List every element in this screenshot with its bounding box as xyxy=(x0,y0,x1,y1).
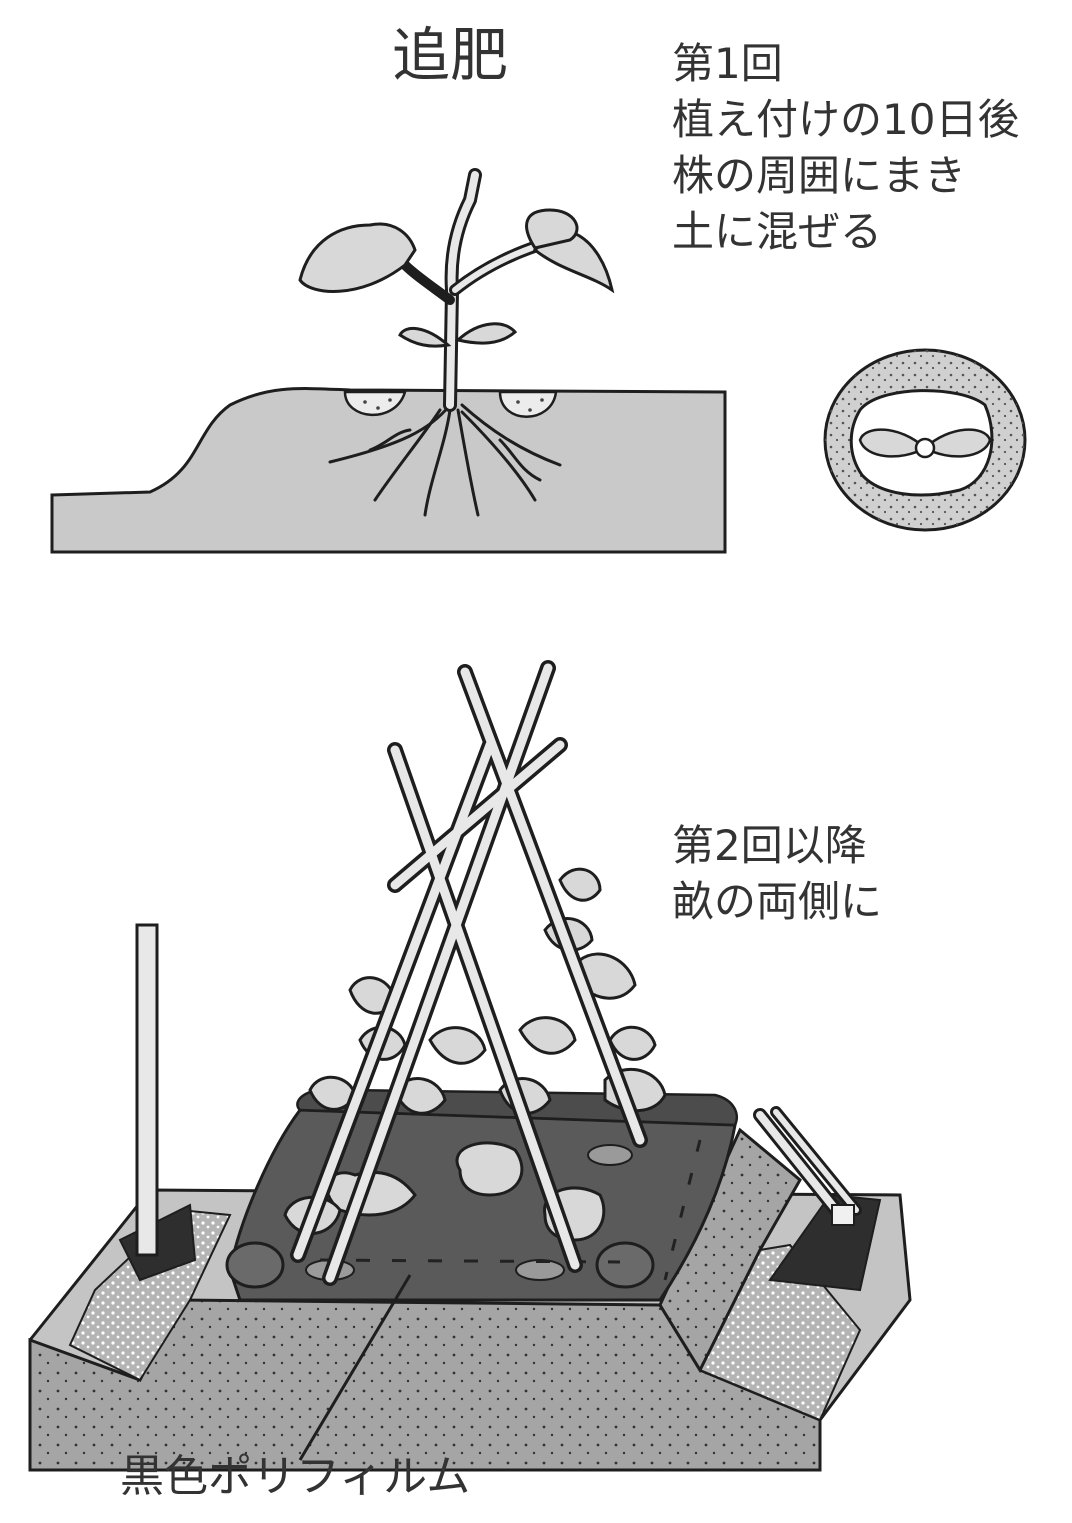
soil-cross-section xyxy=(50,387,727,554)
garden-bed xyxy=(28,1087,912,1472)
note-line: 株の周囲にまき xyxy=(672,151,967,200)
note-line: 植え付けの10日後 xyxy=(672,95,1020,144)
stake-right xyxy=(753,1106,882,1292)
film-leader-line xyxy=(298,1274,412,1461)
stake-left xyxy=(118,923,197,1282)
fertilizer-pocket-left xyxy=(343,390,407,417)
note-line: 第2回以降 xyxy=(672,821,867,870)
seedling xyxy=(298,168,615,517)
fertilizer-pocket-right xyxy=(498,390,558,418)
note-line: 畝の両側に xyxy=(672,877,883,926)
diagram-title: 追肥 xyxy=(392,21,509,89)
second-application-note: 第2回以降 畝の両側に xyxy=(672,818,882,930)
top-view-ring xyxy=(823,348,1027,532)
film-label: 黒色ポリフィルム xyxy=(120,1451,471,1502)
leaf-left xyxy=(298,222,417,293)
support-poles xyxy=(290,660,648,1286)
note-line: 第1回 xyxy=(672,39,783,88)
note-line: 土に混ぜる xyxy=(672,207,883,256)
first-application-note: 第1回 植え付けの10日後 株の周囲にまき 土に混ぜる xyxy=(672,36,1019,260)
